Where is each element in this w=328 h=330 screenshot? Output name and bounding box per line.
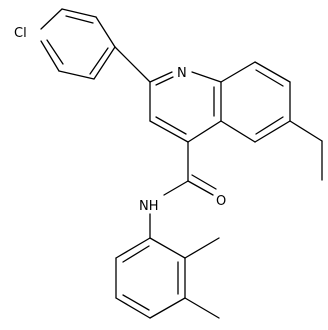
bond xyxy=(122,294,150,311)
ethyl-group xyxy=(289,120,323,181)
bond xyxy=(149,120,189,143)
bond xyxy=(254,61,291,83)
carboxamide-group xyxy=(163,141,217,196)
bond xyxy=(254,120,291,143)
methyl-groups xyxy=(184,237,220,319)
amide-nh-label: NH xyxy=(139,199,159,214)
bond xyxy=(122,245,150,263)
quinoline-core xyxy=(149,61,291,143)
carbonyl-oxygen-label: O xyxy=(216,194,226,209)
bond xyxy=(95,16,116,48)
ring-nitrogen-label: N xyxy=(177,66,187,81)
bond xyxy=(187,180,214,196)
bond xyxy=(155,76,174,86)
bond xyxy=(191,71,222,83)
chlorophenyl-ring xyxy=(40,8,116,80)
bond xyxy=(93,46,116,80)
bond xyxy=(149,237,186,259)
bond xyxy=(187,120,222,143)
dimethylphenyl-ring xyxy=(115,237,186,319)
bond xyxy=(184,237,220,259)
bond xyxy=(255,116,284,135)
bond xyxy=(115,297,151,319)
bond xyxy=(40,8,63,30)
bond xyxy=(184,297,220,319)
bond xyxy=(155,116,187,135)
bond xyxy=(89,47,109,75)
bond xyxy=(61,8,97,18)
chlorine-label: Cl xyxy=(14,26,27,41)
bond xyxy=(115,237,151,259)
bond xyxy=(191,174,217,190)
bond xyxy=(220,120,256,143)
bond xyxy=(58,70,95,80)
bond xyxy=(46,39,64,65)
bond xyxy=(65,15,94,24)
bond xyxy=(40,40,60,72)
bond xyxy=(163,180,189,196)
bond xyxy=(149,71,173,83)
bond xyxy=(220,61,256,83)
bond xyxy=(289,120,323,142)
bond xyxy=(255,69,284,87)
biaryl-bond xyxy=(114,46,151,83)
bond xyxy=(149,297,186,319)
